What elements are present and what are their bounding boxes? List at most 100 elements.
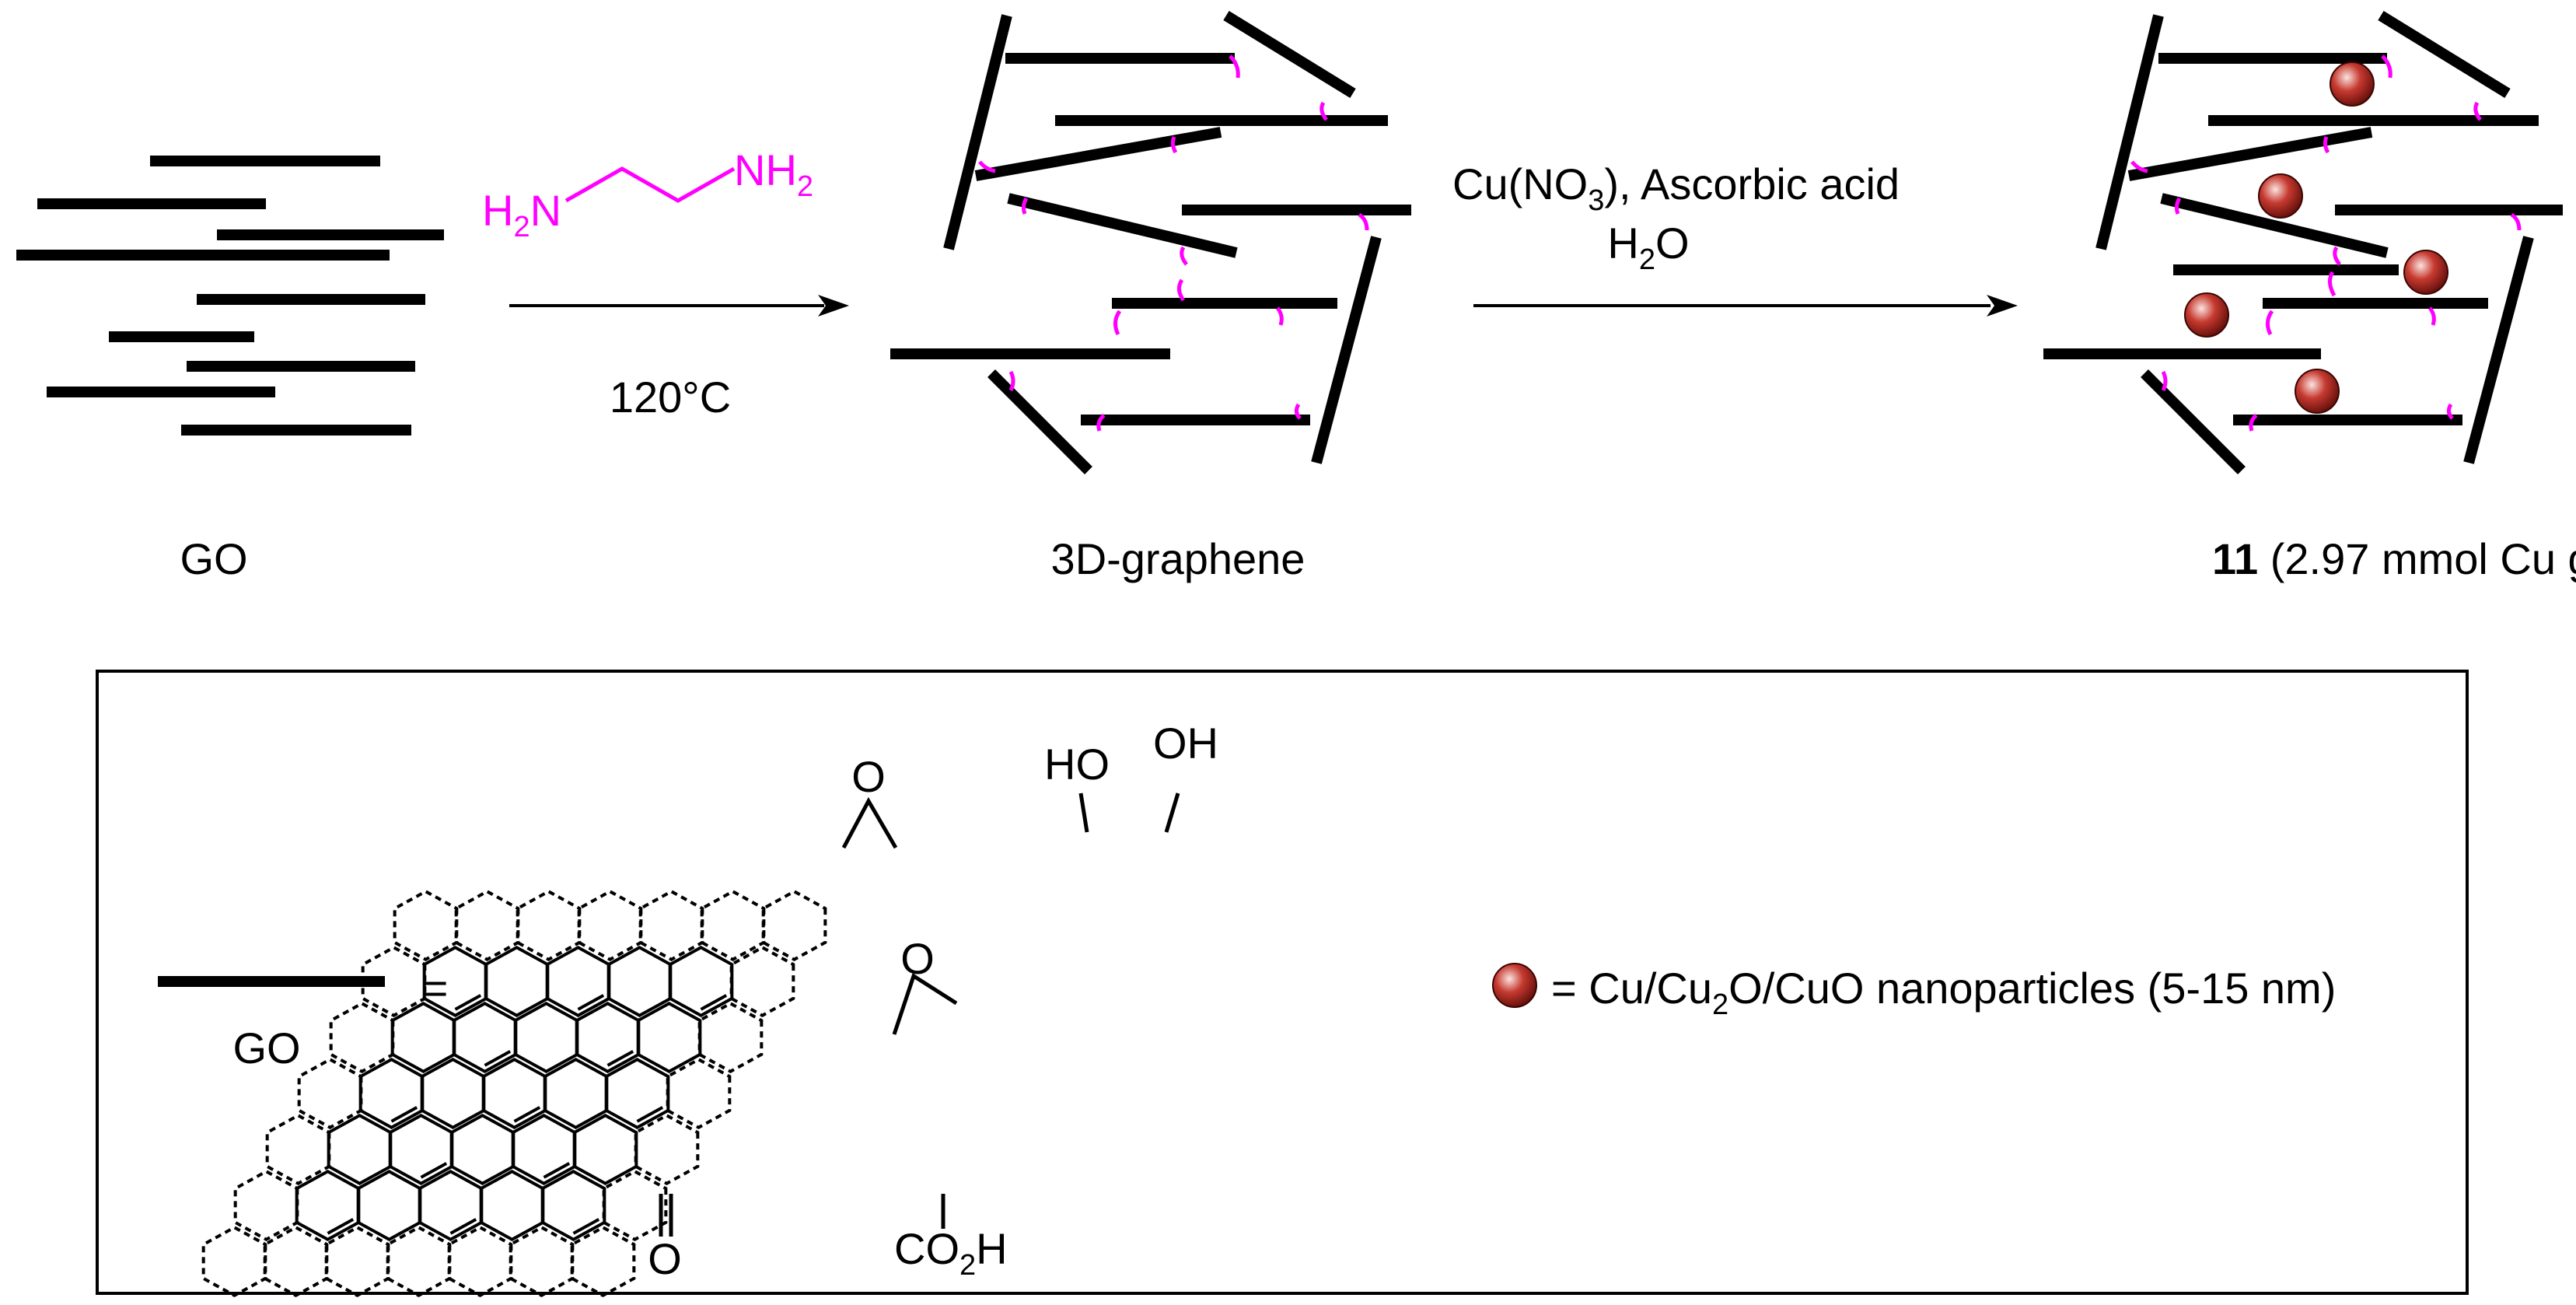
lattice-ring-dashed: [570, 1226, 636, 1297]
legend-go-label: GO: [232, 1023, 300, 1072]
lattice-ring: [295, 1170, 361, 1241]
legend-nanoparticle-label: = Cu/Cu2O/CuO nanoparticles (5-15 nm): [1551, 964, 2336, 1021]
water-b: O: [1655, 219, 1690, 268]
lattice-ring: [545, 946, 611, 1017]
lattice-ring: [390, 1002, 456, 1073]
reaction-arrow-1: [509, 295, 849, 317]
lattice-ring: [540, 1170, 606, 1241]
amine-left-h: H: [482, 186, 513, 235]
lattice-double-bond: [636, 1106, 664, 1123]
lattice-ring: [356, 1170, 422, 1241]
lattice-ring-dashed: [324, 1226, 390, 1297]
step2-reagent-water: H2O: [1607, 219, 1689, 276]
hydroxyl-ho: HO: [1044, 740, 1110, 789]
lattice-ring-dashed: [454, 890, 520, 961]
lattice-double-bond: [484, 1050, 512, 1067]
ethylenediamine-reagent: H2N NH2: [482, 145, 813, 243]
graphene-3d-linkers: [978, 54, 1369, 432]
lattice-ring-dashed: [386, 1226, 452, 1297]
carboxylic-acid-label: CO2H: [894, 1224, 1008, 1282]
label-go: GO: [180, 534, 247, 583]
label-product-11: 11 (2.97 mmol Cu g-1): [2212, 533, 2576, 583]
acid-b: H: [976, 1224, 1007, 1273]
cu-sub: 3: [1588, 184, 1604, 217]
lattice-double-bond: [513, 1106, 541, 1123]
lattice-ring-dashed: [201, 1226, 267, 1297]
cu-nanoparticles: [2184, 61, 2448, 414]
lattice-ring: [479, 1170, 545, 1241]
graphene-3d: [890, 11, 1411, 474]
legend-box: [96, 670, 2469, 1295]
lattice-ring: [543, 1058, 609, 1129]
np-a: = Cu/Cu: [1551, 964, 1712, 1013]
epoxide-bond-2: [892, 973, 958, 1035]
epoxide-o-1: O: [851, 752, 886, 801]
lattice-ring-dashed: [729, 946, 795, 1017]
amine-right-sub: 2: [797, 170, 813, 203]
lattice-ring: [327, 1114, 393, 1185]
lattice-double-bond: [577, 994, 605, 1011]
lattice-ring-dashed: [634, 1114, 700, 1185]
nanoparticle: [2184, 292, 2229, 338]
amine-left-n: N: [530, 186, 561, 235]
lattice-ring-dashed: [329, 1002, 395, 1073]
ketone-o: O: [648, 1234, 682, 1283]
nanoparticle: [2330, 61, 2375, 107]
np-b: O/CuO nanoparticles (5-15 nm): [1728, 964, 2336, 1013]
hydroxyl-bond-2: [1164, 792, 1180, 833]
graphene-3d-cu-linkers: [2130, 54, 2522, 432]
lattice-ring: [636, 1002, 702, 1073]
step2-reagent-cu: Cu(NO3), Ascorbic acid: [1452, 159, 1900, 217]
lattice-ring: [606, 946, 673, 1017]
lattice-ring-dashed: [447, 1226, 513, 1297]
np-sub: 2: [1712, 988, 1728, 1021]
lattice-double-bond: [420, 1162, 448, 1179]
graphene-3d-cu: [2043, 11, 2563, 474]
svg-text:H2N: H2N: [482, 186, 561, 243]
lattice-ring: [452, 1002, 518, 1073]
lattice-ring: [449, 1114, 516, 1185]
lattice-ring: [604, 1058, 670, 1129]
water-sub: 2: [1639, 243, 1655, 276]
reaction-arrow-2: [1473, 295, 2018, 317]
condition-temperature: 120°C: [610, 373, 731, 422]
lattice-ring-dashed: [265, 1114, 331, 1185]
label-3d-graphene: 3D-graphene: [1051, 534, 1305, 583]
product-a: (2.97 mmol Cu g: [2258, 534, 2576, 583]
lattice-ring: [511, 1114, 577, 1185]
lattice-double-bond: [606, 1050, 634, 1067]
acid-a: CO: [894, 1224, 959, 1273]
product-number: 11: [2212, 534, 2258, 583]
lattice-ring: [388, 1114, 454, 1185]
lattice-double-bond: [700, 994, 728, 1011]
cu-a: Cu(NO: [1452, 159, 1588, 208]
graphene-oxide-structure: [201, 890, 827, 1297]
lattice-ring-dashed: [666, 1058, 732, 1129]
cu-b: ), Ascorbic acid: [1604, 159, 1900, 208]
lattice-ring-dashed: [393, 890, 459, 961]
lattice-ring: [358, 1058, 425, 1129]
epoxide-bond-1: [841, 796, 898, 849]
acid-sub: 2: [959, 1249, 976, 1282]
lattice-ring-dashed: [516, 890, 582, 961]
epoxide-o-2: O: [900, 934, 935, 983]
nanoparticle: [2403, 250, 2448, 295]
lattice-ring-dashed: [700, 890, 766, 961]
hydroxyl-oh: OH: [1153, 719, 1218, 768]
water-a: H: [1607, 219, 1638, 268]
lattice-ring: [418, 1170, 484, 1241]
legend-nanoparticle: [1492, 963, 1537, 1008]
nanoparticle: [2295, 369, 2340, 414]
lattice-ring-dashed: [761, 890, 827, 961]
hydroxyl-bond-1: [1078, 792, 1089, 833]
lattice-ring-dashed: [577, 890, 643, 961]
lattice-ring-dashed: [263, 1226, 329, 1297]
lattice-ring: [420, 1058, 486, 1129]
lattice-ring-dashed: [297, 1058, 363, 1129]
amine-left-sub: 2: [513, 211, 530, 243]
lattice-double-bond: [327, 1218, 355, 1235]
lattice-double-bond: [449, 1218, 477, 1235]
lattice-double-bond: [390, 1106, 418, 1123]
lattice-ring-dashed: [233, 1170, 299, 1241]
